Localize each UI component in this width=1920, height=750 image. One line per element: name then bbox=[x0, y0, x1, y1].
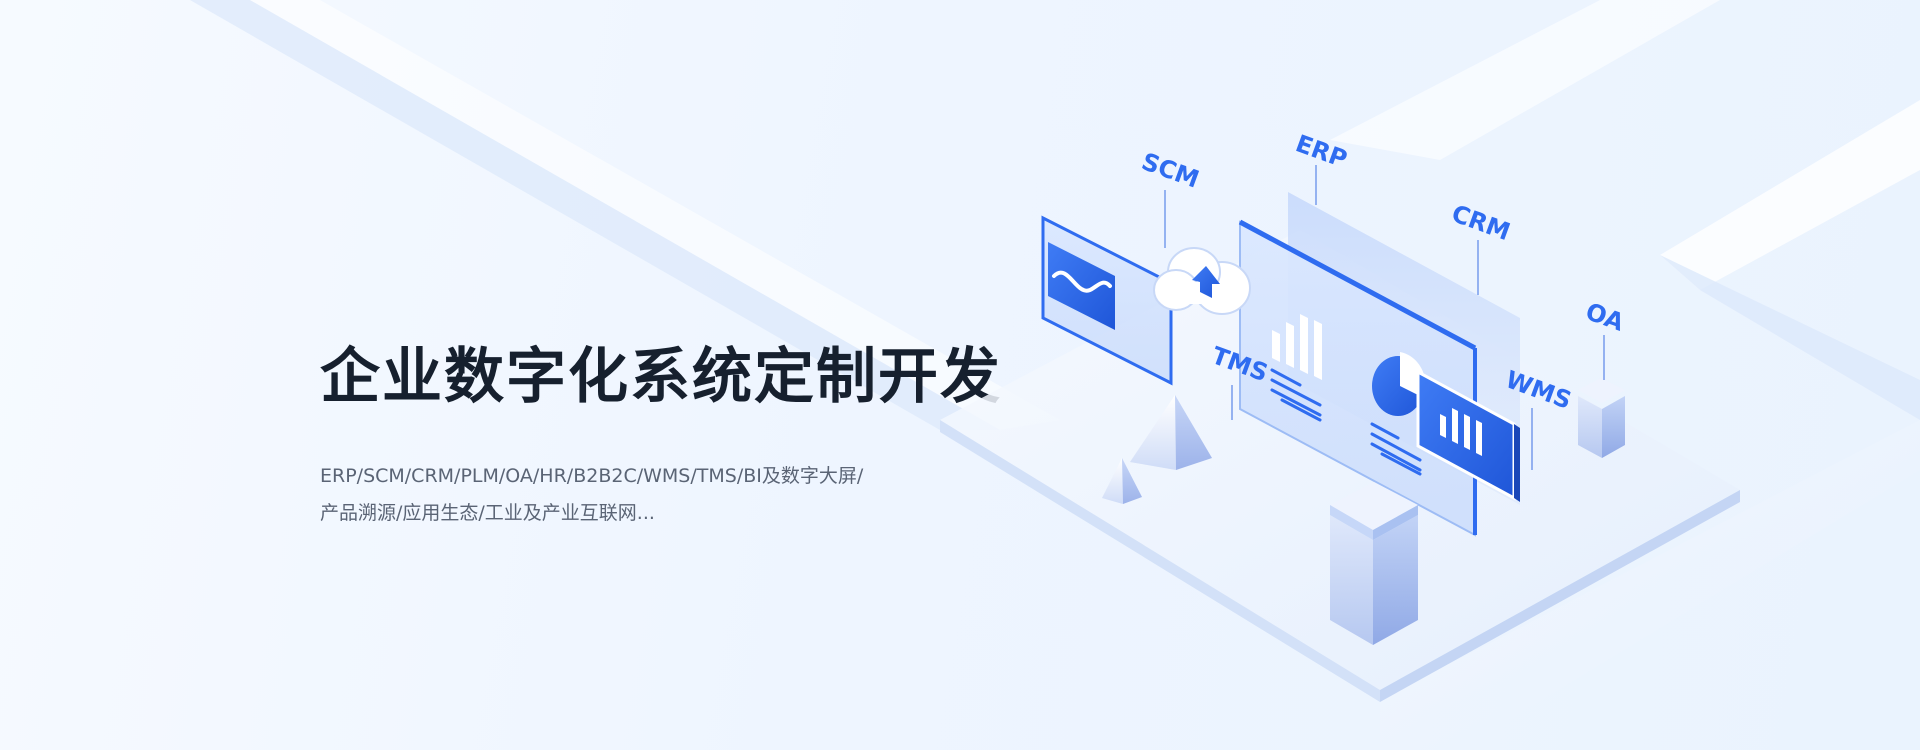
hero-subtitle-line: ERP/SCM/CRM/PLM/OA/HR/B2B2C/WMS/TMS/BI及数… bbox=[320, 465, 864, 487]
label-erp: ERP bbox=[1292, 129, 1351, 173]
background-band bbox=[250, 0, 1060, 430]
hero-title: 企业数字化系统定制开发 bbox=[320, 342, 1002, 412]
label-oa: OA bbox=[1582, 297, 1628, 337]
front-chart-card bbox=[1416, 369, 1520, 502]
hero-subtitle-line: 产品溯源/应用生态/工业及产业互联网... bbox=[320, 502, 655, 524]
background-band bbox=[1330, 0, 1720, 160]
hero-section: 企业数字化系统定制开发 ERP/SCM/CRM/PLM/OA/HR/B2B2C/… bbox=[320, 338, 1080, 532]
wave-chart-icon bbox=[1048, 242, 1115, 330]
background-band bbox=[190, 0, 1000, 430]
server-box-small bbox=[1578, 378, 1625, 458]
background-band bbox=[1380, 420, 1920, 750]
hero-subtitle: ERP/SCM/CRM/PLM/OA/HR/B2B2C/WMS/TMS/BI及数… bbox=[320, 458, 1080, 532]
left-screen bbox=[1041, 215, 1173, 386]
server-box-large bbox=[1330, 482, 1418, 645]
bar-chart-icon bbox=[1272, 314, 1322, 380]
pyramid-small bbox=[1102, 458, 1142, 504]
label-crm: CRM bbox=[1448, 199, 1514, 246]
text-lines-icon bbox=[1270, 368, 1422, 476]
label-scm: SCM bbox=[1138, 147, 1203, 193]
pyramid-large bbox=[1130, 395, 1212, 470]
cloud-upload-icon bbox=[1153, 247, 1251, 315]
background-band bbox=[1660, 255, 1920, 420]
main-panel bbox=[1238, 219, 1477, 537]
background-band bbox=[1660, 100, 1920, 290]
